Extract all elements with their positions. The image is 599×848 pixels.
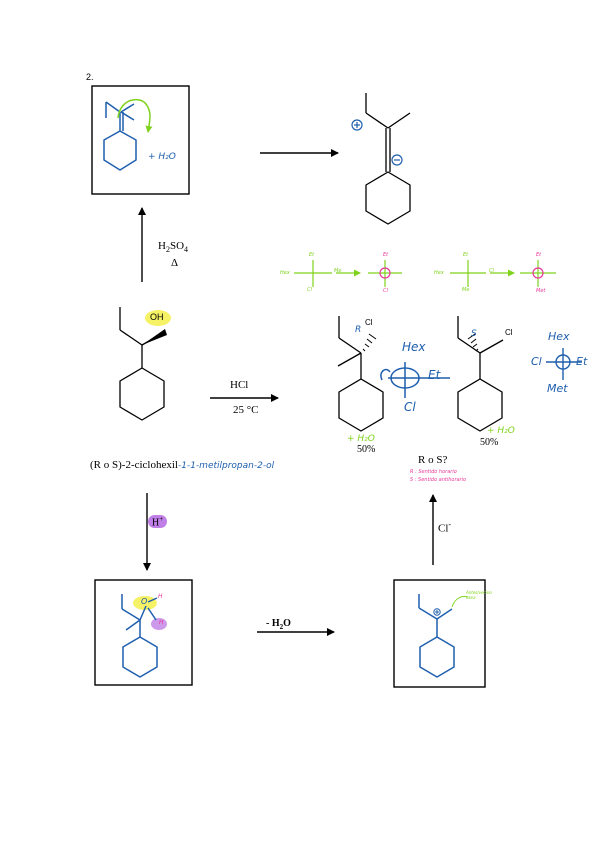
proj3-hex: Hex: [434, 270, 444, 276]
carbocation-product: [365, 93, 411, 225]
proj3-et: Et: [463, 252, 469, 258]
reagent-chloride: Cl-: [438, 520, 452, 535]
oxonium-structure-blue: [121, 594, 158, 678]
proj1-hex: Hex: [280, 270, 290, 276]
r-or-s-question: R o S?: [418, 454, 448, 466]
plus-water-note-top: + H₂O: [148, 152, 176, 162]
box-alkene-water: [91, 85, 190, 195]
cl-note-left: Cl: [404, 400, 416, 414]
hex-note-right: Hex: [548, 330, 570, 343]
problem-number: 2.: [86, 72, 94, 82]
percent-left: 50%: [357, 444, 376, 455]
cation-charge-small: [433, 608, 441, 616]
proj1-cl: Cl: [307, 287, 312, 293]
h-label-bottom: H: [159, 619, 164, 626]
percent-right: 50%: [480, 437, 499, 448]
s-definition: S : Sentido antihorario: [410, 477, 467, 483]
proj2-et: Et: [383, 252, 389, 258]
met-note-right: Met: [547, 382, 568, 395]
alkene-structure-blue: [103, 101, 137, 171]
oh-highlight: [145, 310, 171, 326]
proj3-cl: Cl: [489, 268, 494, 274]
o-plus-highlight: [133, 596, 157, 610]
neighbor-arrow: [451, 595, 469, 608]
hex-note-left: Hex: [402, 340, 426, 354]
proj4-me: Met: [536, 288, 546, 294]
hand-projection-right: [546, 348, 582, 380]
plus-water-left: + H₂O: [347, 434, 375, 444]
cl-label-right: Cl: [505, 328, 513, 337]
hash-bond-left: [362, 333, 377, 352]
o-plus-label: O: [141, 597, 148, 606]
hash-bond-right: [467, 333, 479, 352]
h-highlight: [151, 618, 167, 630]
reagent-h-plus: H+: [148, 515, 168, 529]
box-oxonium: [94, 579, 193, 686]
reagent-heat: Δ: [171, 257, 179, 269]
r-definition: R : Sentido horario: [410, 469, 457, 475]
proj3-me: Me: [462, 287, 470, 293]
proton-transfer-arrow: [117, 98, 153, 133]
reagent-temperature: 25 °C: [233, 404, 259, 416]
methyl-wedge: [142, 329, 167, 345]
projections-green: [294, 260, 556, 287]
hand-annotation-left: [380, 362, 450, 398]
proj1-et: Et: [309, 252, 315, 258]
reagent-hcl: HCl: [230, 379, 249, 391]
r-label-left: R: [355, 325, 362, 335]
oh-label: OH: [150, 312, 164, 322]
reagent-minus-water: - H2O: [266, 618, 291, 631]
chloride-product-left: [337, 316, 384, 432]
s-label-right: S: [471, 329, 477, 339]
proj2-cl: Cl: [383, 288, 388, 294]
carbocation-structure-blue: [418, 594, 455, 678]
proj1-me: Me: [334, 268, 342, 274]
cl-note-right: Cl: [531, 355, 542, 368]
neighbor-note: Antes/vecino osea: [466, 590, 492, 600]
chloride-product-right: [457, 316, 504, 432]
charge-symbols: [351, 119, 403, 166]
proj4-et: Et: [536, 252, 542, 258]
projection-centers: [379, 267, 544, 279]
plus-water-right: + H₂O: [487, 426, 515, 436]
h-label-top: H: [158, 593, 163, 600]
reagent-h2so4: H2SO4: [158, 240, 189, 255]
starting-name: (R o S)-2-ciclohexil-1-1-metilpropan-2-o…: [90, 459, 275, 471]
et-note-left: Et: [428, 368, 441, 382]
box-carbocation: [393, 579, 486, 688]
cl-label-left: Cl: [365, 318, 373, 327]
et-note-right: Et: [576, 355, 588, 368]
